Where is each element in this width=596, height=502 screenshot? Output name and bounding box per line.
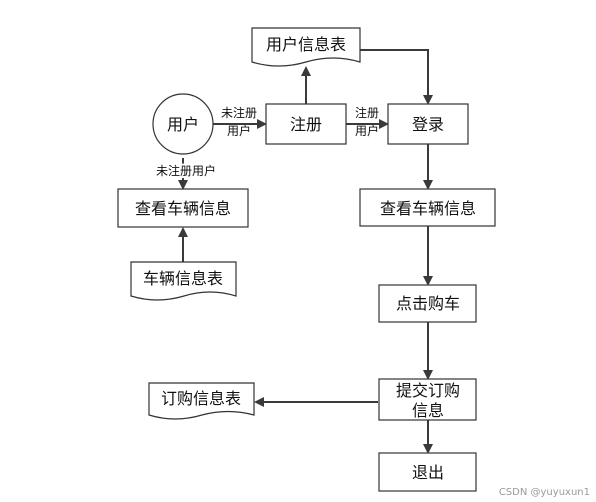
edge-user-table-to-login [360,49,433,105]
car-table-node: 车辆信息表 [130,261,237,301]
submit-order-node-label-line1: 提交订购 [396,381,460,400]
register-node: 注册 [265,103,347,145]
edge-label-unregistered-user: 未注册用户 [156,163,216,178]
edge-label-unregistered-line2: 用户 [227,123,251,138]
csdn-watermark: CSDN @yuyuxun1 [498,487,590,498]
register-node-label: 注册 [290,115,322,134]
user-table-node: 用户信息表 [251,27,361,67]
click-buy-node: 点击购车 [378,284,477,323]
login-node-label: 登录 [412,115,444,134]
car-table-node-label: 车辆信息表 [143,269,223,288]
edge-label-unregistered-line1: 未注册 [221,105,257,120]
user-table-node-label: 用户信息表 [266,35,346,54]
submit-order-node: 提交订购 信息 [378,378,477,421]
submit-order-node-label-line2: 信息 [412,401,444,420]
user-node: 用户 [152,93,214,155]
edge-label-registered-line1: 注册 [355,105,379,120]
logout-node: 退出 [378,452,477,492]
view-car-left-node: 查看车辆信息 [117,188,249,228]
edge-label-registered-line2: 用户 [355,123,379,138]
view-car-right-node: 查看车辆信息 [359,188,496,227]
order-table-node-label: 订购信息表 [161,389,241,408]
login-node: 登录 [387,103,469,145]
order-table-node: 订购信息表 [148,382,255,420]
logout-node-label: 退出 [412,463,444,482]
user-node-label: 用户 [167,115,199,134]
click-buy-node-label: 点击购车 [396,294,460,313]
view-car-left-node-label: 查看车辆信息 [135,199,231,218]
view-car-right-node-label: 查看车辆信息 [380,199,476,218]
